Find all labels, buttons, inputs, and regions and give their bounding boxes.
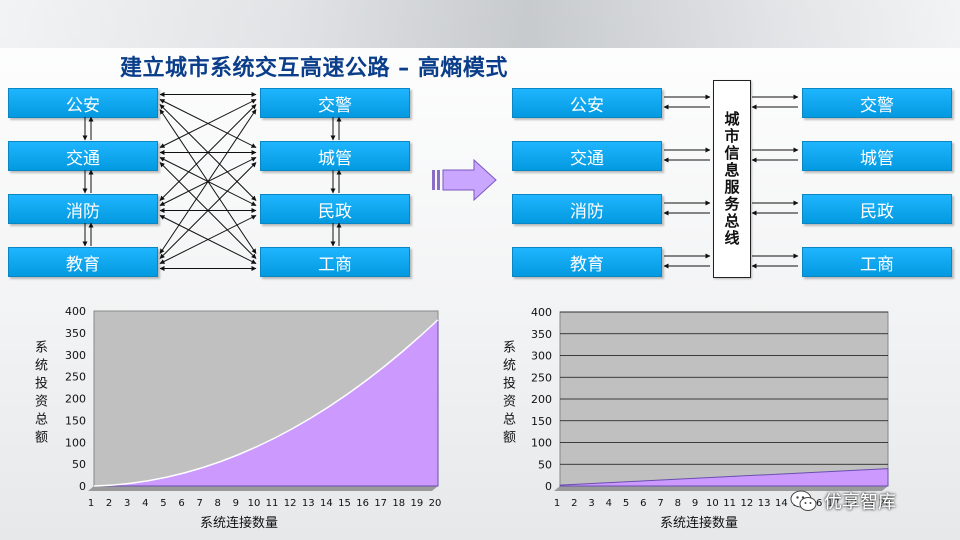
chart1-xtick: 19 <box>411 498 424 509</box>
chart2-xtick: 13 <box>758 498 771 509</box>
vertical-connections <box>82 116 342 247</box>
bus-node-left-2: 交通 <box>512 141 662 171</box>
bus-node-right-3: 民政 <box>802 194 952 224</box>
chart1-ytick: 50 <box>72 458 86 471</box>
transition-arrow <box>432 158 497 202</box>
chart2-ytick: 300 <box>531 350 552 363</box>
chart2-xtick: 14 <box>775 498 788 509</box>
chart2-ytick: 0 <box>545 480 552 493</box>
chart2-xtick: 5 <box>623 498 629 509</box>
chart1-xlabel: 系统连接数量 <box>200 516 279 531</box>
chart2-xtick: 12 <box>741 498 754 509</box>
chart1-xtick: 10 <box>248 498 261 509</box>
node-left-4: 教育 <box>8 247 158 277</box>
chart1-xtick: 5 <box>160 498 166 509</box>
node-right-4: 工商 <box>260 247 410 277</box>
chart1-xtick: 16 <box>356 498 369 509</box>
bus-node-left-3: 消防 <box>512 194 662 224</box>
mesh-connections <box>159 92 257 271</box>
chart2-ytick: 400 <box>531 306 552 319</box>
chart1-floor <box>88 486 438 491</box>
bus-node-left-1: 公安 <box>512 88 662 118</box>
service-bus: 城市信息服务总线 <box>713 80 751 278</box>
chart2-ytick: 50 <box>538 458 552 471</box>
chart1-xtick: 15 <box>338 498 351 509</box>
chart2-ytick: 250 <box>531 371 552 384</box>
bus-node-left-4: 教育 <box>512 247 662 277</box>
chart1-xtick: 18 <box>392 498 405 509</box>
chart1-ylabel: 系统投资总额 <box>32 340 47 448</box>
chart1-ytick: 0 <box>79 480 86 493</box>
chart1-xtick: 3 <box>124 498 130 509</box>
chart2-xtick: 3 <box>588 498 594 509</box>
chart2-xtick: 4 <box>606 498 612 509</box>
chart1-xtick: 1 <box>88 498 94 509</box>
chart1-xtick: 20 <box>429 498 442 509</box>
chart1-xtick: 4 <box>142 498 148 509</box>
bus-connections <box>663 94 799 269</box>
bus-node-right-4: 工商 <box>802 247 952 277</box>
chart2-ylabel: 系统投资总额 <box>500 340 515 448</box>
chart2-area-series <box>559 468 889 487</box>
chart2-ytick: 350 <box>531 328 552 341</box>
node-left-2: 交通 <box>8 141 158 171</box>
chart2-ytick: 200 <box>531 393 552 406</box>
mesh-link <box>159 215 257 264</box>
node-right-1: 交警 <box>260 88 410 118</box>
chart1-xtick: 2 <box>106 498 112 509</box>
chart2-xtick: 6 <box>640 498 646 509</box>
chart1-ytick: 250 <box>65 371 86 384</box>
chart1-ytick: 300 <box>65 349 86 362</box>
chart1-xtick: 11 <box>266 498 279 509</box>
chart1-xtick: 8 <box>215 498 221 509</box>
chart2-xtick: 10 <box>706 498 719 509</box>
watermark: 优享智库 <box>790 488 896 514</box>
node-right-3: 民政 <box>260 194 410 224</box>
chart1-plot-area <box>93 310 439 487</box>
chart1-xtick: 7 <box>196 498 202 509</box>
wechat-icon <box>790 490 817 511</box>
node-left-1: 公安 <box>8 88 158 118</box>
chart1-ytick: 400 <box>65 305 86 318</box>
chart2-xtick: 2 <box>571 498 577 509</box>
service-bus-label: 城市信息服务总线 <box>722 111 741 247</box>
watermark-text: 优享智库 <box>824 492 896 513</box>
chart1-xtick: 6 <box>178 498 184 509</box>
bus-node-right-2: 城管 <box>802 141 952 171</box>
page-title: 建立城市系统交互高速公路 – 高熵模式 <box>120 56 508 81</box>
chart1-ytick: 200 <box>65 393 86 406</box>
chart2-plot-area <box>559 311 889 487</box>
chart2-xtick: 9 <box>692 498 698 509</box>
chart1-series-edge <box>93 319 439 487</box>
chart2-xtick: 7 <box>657 498 663 509</box>
chart1-xtick: 9 <box>233 498 239 509</box>
chart1-ytick: 100 <box>65 436 86 449</box>
chart1-ytick: 150 <box>65 414 86 427</box>
node-right-2: 城管 <box>260 141 410 171</box>
chart1-ytick: 350 <box>65 327 86 340</box>
chart1-xtick: 17 <box>374 498 387 509</box>
connections-overlay <box>82 92 799 271</box>
node-left-3: 消防 <box>8 194 158 224</box>
chart2-xtick: 8 <box>675 498 681 509</box>
chart1-xtick: 12 <box>284 498 297 509</box>
chart1-area-series <box>93 318 439 487</box>
header-band <box>0 0 960 48</box>
chart2-xtick: 11 <box>723 498 736 509</box>
chart1-xtick: 13 <box>302 498 315 509</box>
chart2-xlabel: 系统连接数量 <box>660 516 739 531</box>
chart1-xtick: 14 <box>320 498 333 509</box>
chart2-xtick: 1 <box>554 498 560 509</box>
chart2-ytick: 150 <box>531 415 552 428</box>
chart2-ytick: 100 <box>531 437 552 450</box>
bus-node-right-1: 交警 <box>802 88 952 118</box>
